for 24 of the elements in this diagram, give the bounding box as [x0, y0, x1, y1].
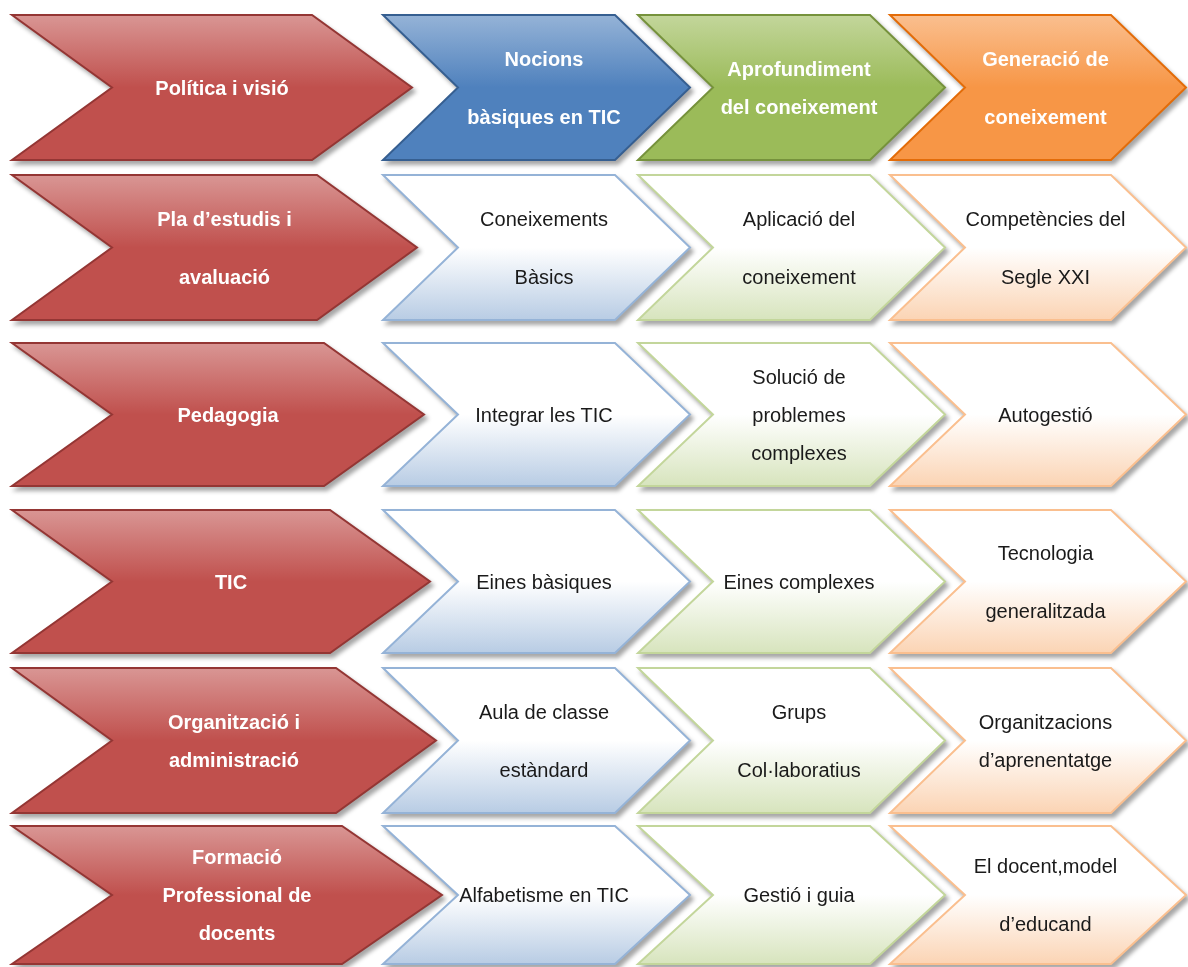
node-label: Gestió i guia: [743, 883, 855, 908]
node-label: El docent,model d’educand: [972, 854, 1119, 937]
node-label: Formació Professional de docents: [161, 845, 313, 946]
node-label: Nocions bàsiques en TIC: [466, 46, 622, 130]
node-label: Generació de coneixement: [981, 46, 1110, 130]
node-label: Aula de classe estàndard: [477, 699, 611, 783]
node-label: Solució de problemes complexes: [750, 364, 848, 466]
node-label: Competències del Segle XXI: [964, 206, 1127, 290]
node-label: Integrar les TIC: [475, 402, 613, 428]
node-label: Pla d’estudis i avaluació: [156, 206, 293, 290]
node-label: Organització i administració: [166, 709, 302, 773]
node-label: Autogestió: [998, 402, 1093, 428]
node-label: Eines bàsiques: [476, 569, 612, 595]
node-label: Tecnologia generalitzada: [984, 540, 1107, 624]
node-label: Coneixements Bàsics: [479, 206, 609, 290]
node-label: Grups Col·laboratius: [736, 699, 862, 783]
node-label: TIC: [214, 569, 248, 595]
node-label: Pedagogia: [177, 402, 279, 428]
node-label: Organitzacions d’aprenentatge: [977, 709, 1114, 773]
node-label: Política i visió: [155, 75, 289, 101]
node-label: Eines complexes: [723, 569, 875, 595]
node-label: Aplicació del coneixement: [741, 206, 857, 290]
node-label: Alfabetisme en TIC: [459, 883, 629, 908]
node-label: Aprofundiment del coneixement: [719, 56, 879, 120]
